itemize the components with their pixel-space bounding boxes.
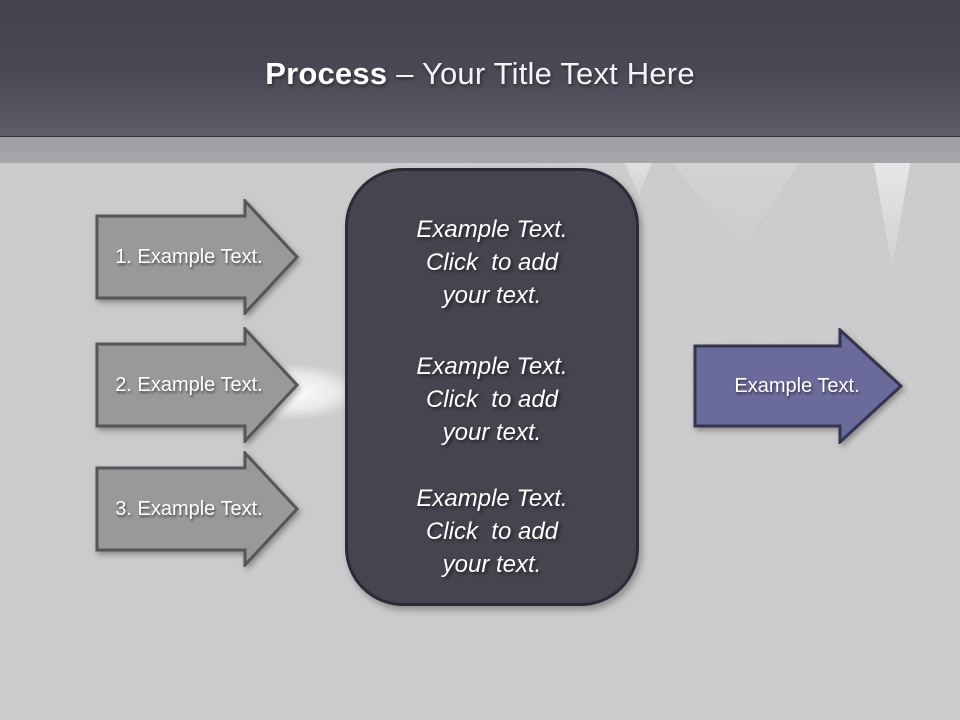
slide-title-placeholder[interactable]: Process– Your Title Text Here (0, 54, 960, 94)
process-step-3-label: 3. Example Text. (115, 497, 263, 520)
text-placeholder-block-1[interactable]: Example Text. Click to add your text. (348, 213, 636, 312)
process-step-2-label: 2. Example Text. (115, 373, 263, 396)
slide-header: Process– Your Title Text Here (0, 0, 960, 137)
right-arrow-shape-icon (95, 451, 300, 567)
process-step-3-arrow[interactable]: 3. Example Text. (95, 451, 300, 567)
process-step-2-arrow[interactable]: 2. Example Text. (95, 327, 300, 443)
title-subtitle-text: – Your Title Text Here (396, 56, 695, 91)
right-arrow-shape-icon (95, 199, 300, 315)
text-placeholder-block-3[interactable]: Example Text. Click to add your text. (348, 482, 636, 581)
title-topic-text: Process (265, 56, 388, 91)
process-result-label: Example Text. (734, 374, 860, 397)
process-result-arrow[interactable]: Example Text. (693, 328, 905, 444)
header-accent-band (0, 136, 960, 163)
placeholder-line: your text. (442, 551, 542, 578)
process-description-box[interactable]: Example Text. Click to add your text. Ex… (345, 168, 639, 606)
process-step-1-arrow[interactable]: 1. Example Text. (95, 199, 300, 315)
process-step-1-label: 1. Example Text. (115, 245, 263, 268)
placeholder-line: Click to add (425, 518, 559, 545)
placeholder-line: your text. (442, 282, 542, 309)
right-arrow-shape-icon (693, 328, 904, 444)
text-placeholder-block-2[interactable]: Example Text. Click to add your text. (348, 350, 636, 449)
placeholder-line: Example Text. (416, 216, 568, 243)
placeholder-line: Click to add (425, 249, 559, 276)
right-arrow-shape-icon (95, 327, 300, 443)
placeholder-line: your text. (442, 419, 542, 446)
placeholder-line: Example Text. (416, 485, 568, 512)
placeholder-line: Example Text. (416, 353, 568, 380)
placeholder-line: Click to add (425, 386, 559, 413)
